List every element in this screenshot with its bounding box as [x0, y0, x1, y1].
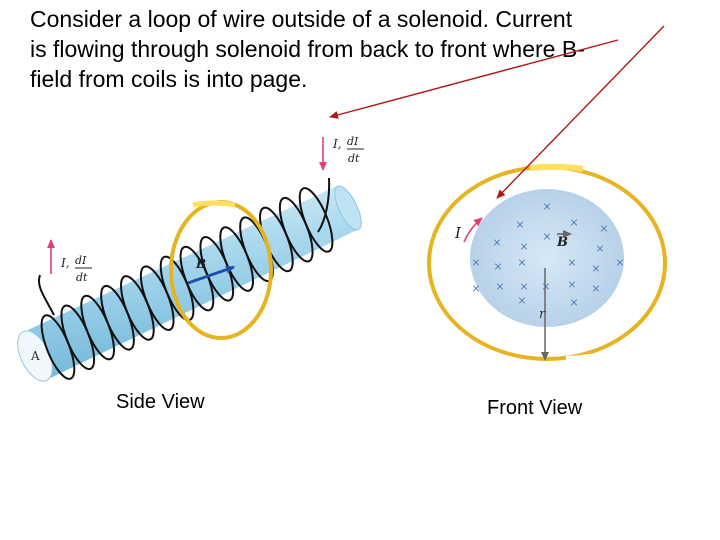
x-marker: × — [519, 240, 528, 253]
side-view-diagram: B I, dI dt I, dI dt A — [17, 135, 364, 382]
x-marker: × — [517, 294, 526, 307]
coil-turn — [298, 187, 334, 253]
x-marker: × — [517, 256, 526, 269]
lead-wire-left — [38, 274, 55, 316]
x-marker: × — [595, 242, 604, 255]
x-marker: × — [495, 280, 504, 293]
side-field-label: B — [195, 257, 206, 271]
description-line-2: is flowing through solenoid from back to… — [30, 36, 585, 62]
side-dI-left: dI — [75, 254, 87, 267]
x-marker: × — [599, 222, 608, 235]
side-field-arrow — [187, 265, 235, 285]
x-marker: × — [567, 278, 576, 291]
x-marker: × — [615, 256, 624, 269]
front-disc — [470, 189, 624, 327]
front-view-diagram: ×××××××××××××××××××××× r B I — [427, 163, 667, 361]
front-view-caption: Front View — [487, 397, 583, 419]
front-loop-highlight — [529, 163, 584, 172]
radius-label: r — [539, 307, 546, 322]
side-view-caption: Side View — [116, 391, 205, 413]
x-marker: × — [519, 280, 528, 293]
x-marker: × — [542, 200, 551, 213]
x-marker: × — [515, 218, 524, 231]
front-current-arrow — [463, 217, 483, 243]
solenoid-end-label: A — [30, 349, 40, 363]
front-field-label: B — [556, 235, 568, 250]
x-marker: × — [542, 230, 551, 243]
x-marker: × — [569, 296, 578, 309]
solenoid-cylinder — [17, 185, 362, 382]
x-marker: × — [541, 280, 550, 293]
front-loop-highlight-bottom — [565, 351, 609, 360]
description-line-1: Consider a loop of wire outside of a sol… — [30, 6, 573, 32]
field-into-page-markers: ×××××××××××××××××××××× — [471, 200, 624, 309]
side-current-label-top: I, — [332, 137, 342, 151]
x-marker: × — [591, 262, 600, 275]
description-text: Consider a loop of wire outside of a sol… — [30, 4, 720, 94]
description-line-3: field from coils is into page. — [30, 66, 308, 92]
x-marker: × — [492, 236, 501, 249]
x-marker: × — [471, 256, 480, 269]
side-current-label-left: I, — [60, 256, 70, 270]
x-marker: × — [567, 256, 576, 269]
side-dI-top: dI — [347, 135, 359, 148]
x-marker: × — [493, 260, 502, 273]
x-marker: × — [591, 282, 600, 295]
side-dt-left: dt — [76, 271, 88, 284]
lead-wire-right — [317, 177, 331, 233]
side-dt-top: dt — [348, 152, 360, 165]
x-marker: × — [569, 216, 578, 229]
side-loop-highlight — [192, 200, 236, 208]
pointer-arrow-to-front-loop — [496, 25, 665, 199]
front-current-label: I — [454, 224, 462, 242]
pointer-arrow-to-side-loop — [329, 39, 619, 119]
x-marker: × — [471, 282, 480, 295]
